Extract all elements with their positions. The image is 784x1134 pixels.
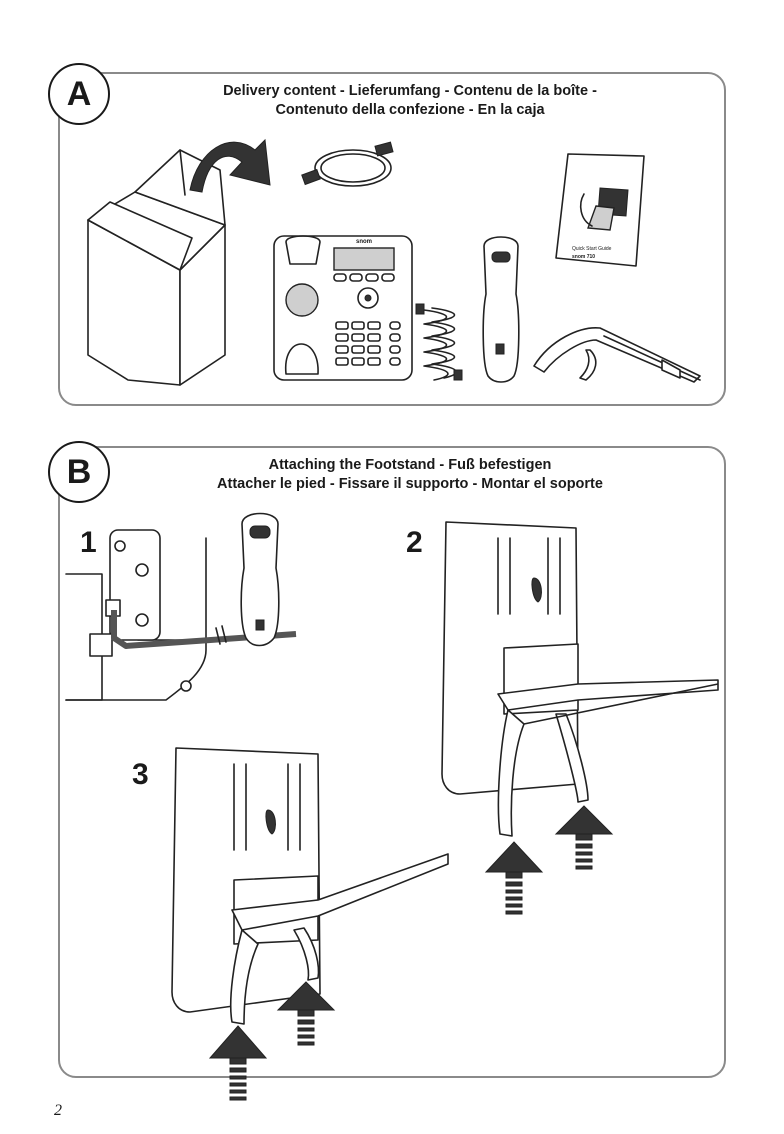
title-a-line2: Contenuto della confezione - En la caja bbox=[150, 101, 670, 120]
step3-arrow-left bbox=[210, 1026, 266, 1104]
quick-guide-heading: Quick Start Guide bbox=[572, 246, 611, 252]
page-number: 2 bbox=[54, 1102, 62, 1120]
box-illustration bbox=[80, 130, 280, 390]
footstand-illustration bbox=[530, 320, 702, 390]
quick-guide-model: snom 710 bbox=[572, 254, 595, 260]
step1-cable-connection-illustration bbox=[66, 510, 306, 710]
step-number-2: 2 bbox=[406, 526, 423, 560]
title-a-line1: Delivery content - Lieferumfang - Conten… bbox=[150, 82, 670, 101]
quick-start-guide-illustration bbox=[552, 150, 652, 270]
step2-arrow-right bbox=[556, 806, 612, 872]
step-number-3: 3 bbox=[132, 758, 149, 792]
title-b-line2: Attacher le pied - Fissare il supporto -… bbox=[150, 475, 670, 494]
handset-illustration bbox=[476, 234, 526, 384]
step3-arrow-right bbox=[278, 982, 334, 1048]
title-attaching-footstand: Attaching the Footstand - Fuß befestigen… bbox=[150, 456, 670, 494]
step2-arrow-left bbox=[486, 842, 542, 918]
badge-b: B bbox=[48, 441, 110, 503]
step2-footstand-attach-illustration bbox=[438, 514, 728, 844]
badge-a: A bbox=[48, 63, 110, 125]
network-cable-illustration bbox=[298, 140, 408, 200]
coiled-cord-illustration bbox=[414, 300, 468, 386]
phone-brand-label: snom bbox=[356, 239, 372, 245]
desk-phone-illustration bbox=[272, 234, 414, 382]
title-delivery-content: Delivery content - Lieferumfang - Conten… bbox=[150, 82, 670, 120]
title-b-line1: Attaching the Footstand - Fuß befestigen bbox=[150, 456, 670, 475]
